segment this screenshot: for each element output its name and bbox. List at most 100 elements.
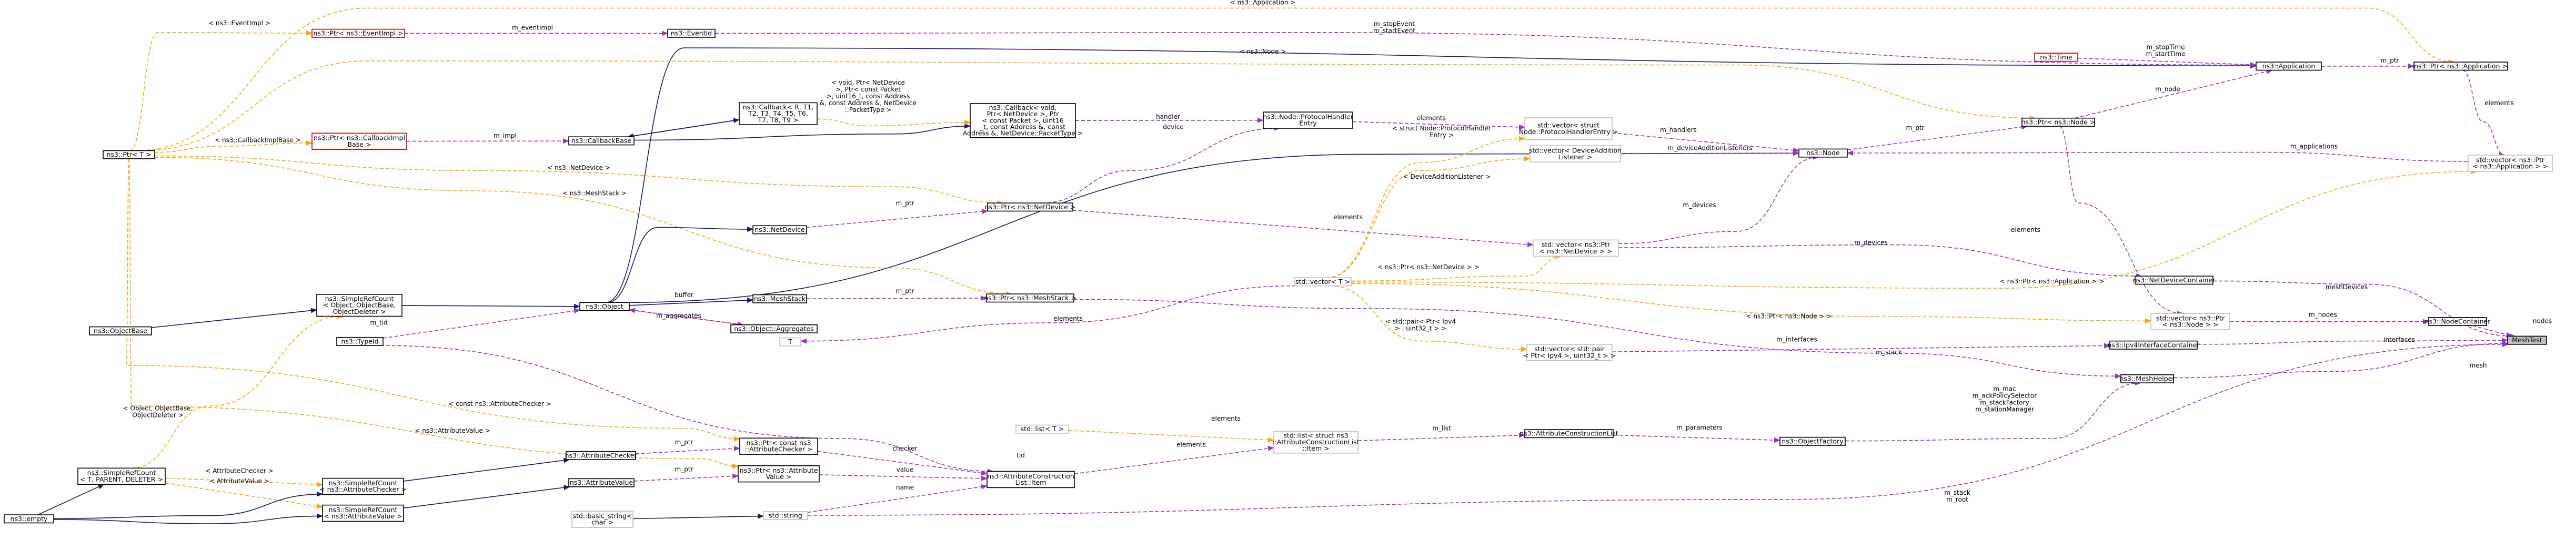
node-simple-rc-checker[interactable]: ns3::SimpleRefCount< ns3::AttributeCheck…	[319, 477, 407, 495]
node-callback-r[interactable]: ns3::Callback< R, T1,T2, T3, T4, T5, T6,…	[739, 102, 818, 125]
node-ptr-node[interactable]: ns3::Ptr< ns3::Node >	[2021, 117, 2096, 127]
node-ptr-application[interactable]: ns3::Ptr< ns3::Application >	[2413, 62, 2508, 71]
node-ptr-const-attr-checker[interactable]: ns3::Ptr< const ns3::AttributeChecker >	[739, 437, 818, 455]
node-ptr-mesh-stack[interactable]: ns3::Ptr< ns3::MeshStack >	[984, 293, 1076, 303]
node-ipv4-if-container[interactable]: ns3::Ipv4InterfaceContainer	[2108, 340, 2200, 350]
edge-type_id-to-object: m_tid	[370, 308, 580, 339]
node-std-list-item[interactable]: std::list< struct ns3::AttributeConstruc…	[1272, 431, 1360, 454]
node-label-line: Address &, NetDevice::PacketType >	[963, 129, 1083, 137]
edge-label-device-label: device	[1163, 124, 1183, 131]
node-ns3-time[interactable]: ns3::Time	[2034, 53, 2078, 62]
node-vec-ptr-net-device[interactable]: std::vector< ns3::Ptr< ns3::NetDevice > …	[1533, 239, 1619, 257]
node-std-list-t[interactable]: std::list< T >	[1015, 424, 1069, 434]
node-box	[311, 28, 405, 38]
node-simple-rc-value[interactable]: ns3::SimpleRefCount< ns3::AttributeValue…	[322, 504, 404, 522]
node-vec-ptr-app[interactable]: std::vector< ns3::Ptr< ns3::Application …	[2468, 155, 2553, 172]
node-label-line: ns3::NodeContainer	[2425, 318, 2491, 325]
node-box	[316, 293, 402, 317]
edge-label-line: m_root	[1946, 496, 1968, 503]
edge-label-line: m_ptr	[896, 288, 914, 295]
node-callback-void[interactable]: ns3::Callback< void,Ptr< NetDevice >, Pt…	[963, 103, 1083, 138]
node-box	[566, 451, 636, 460]
edge-line	[1847, 150, 2469, 162]
node-std-string[interactable]: std::string	[763, 511, 808, 521]
edge-line	[1618, 154, 1819, 244]
node-ns3-node[interactable]: ns3::Node	[1798, 148, 1848, 158]
node-vec-ptr-node[interactable]: std::vector< ns3::Ptr< ns3::Node > >	[2150, 313, 2230, 330]
node-object[interactable]: ns3::Object	[579, 302, 630, 311]
node-box	[2135, 276, 2213, 285]
edge-simple_rc_checker-to-attribute_checker	[403, 457, 570, 482]
edge-label-line: m_ptr	[675, 439, 693, 446]
node-label-line: < Ptr< Ipv4 >, uint32_t > >	[1523, 351, 1616, 359]
node-attribute-checker[interactable]: ns3::AttributeChecker	[565, 451, 638, 460]
node-mesh-stack[interactable]: ns3::MeshStack	[752, 294, 807, 303]
node-object-base[interactable]: ns3::ObjectBase	[89, 326, 152, 335]
edge-label-value: value	[897, 466, 914, 473]
node-object-aggregates[interactable]: ns3::Object::Aggregates	[730, 324, 818, 333]
node-attr-construction-list[interactable]: ns3::AttributeConstructionList	[1520, 429, 1618, 439]
node-callback-base[interactable]: ns3::CallbackBase	[568, 136, 635, 146]
node-box	[579, 302, 630, 311]
edge-label-line: m_applications	[2290, 143, 2338, 150]
edge-ns3_ptr_t-to-ptr_const_attr_checker: < const ns3::AttributeChecker >	[126, 158, 740, 442]
node-label-line: ns3::SimpleRefCount	[329, 506, 398, 514]
edge-line	[807, 341, 2509, 516]
edge-line	[128, 158, 739, 469]
node-net-device[interactable]: ns3::NetDevice	[752, 225, 807, 235]
edge-line	[633, 123, 971, 141]
node-basic-string[interactable]: std::basic_string<char >	[571, 511, 633, 528]
node-object-factory[interactable]: ns3::ObjectFactory	[1779, 436, 1846, 446]
edge-std_list_item-to-attr_construction_list: m_list	[1357, 425, 1525, 441]
node-label: ns3::Application	[2262, 62, 2316, 70]
node-attribute-value[interactable]: ns3::AttributeValue	[568, 478, 635, 487]
edge-label-line: elements	[1053, 315, 1083, 322]
node-ns3-ptr-t[interactable]: ns3::Ptr< T >	[103, 150, 155, 159]
node-label-line: ns3::Ptr< ns3::Node >	[2021, 118, 2096, 126]
node-event-id[interactable]: ns3::EventId	[667, 28, 716, 38]
edge-label-line: < ns3::Node >	[1240, 48, 1286, 55]
edge-label-line: < AttributeValue >	[209, 477, 269, 485]
node-type-id[interactable]: ns3::TypeId	[336, 337, 384, 346]
node-vec-pair-ipv4[interactable]: std::vector< std::pair< Ptr< Ipv4 >, uin…	[1523, 343, 1616, 361]
node-label-line: std::vector< ns3::Ptr	[2156, 314, 2225, 322]
node-label: ns3::Ipv4InterfaceContainer	[2108, 341, 2200, 349]
node-simple-rc-parent[interactable]: ns3::SimpleRefCount< T, PARENT, DELETER …	[77, 467, 166, 485]
edge-line	[1357, 432, 1525, 441]
edge-label-elements-app: elements	[2484, 99, 2514, 107]
edge-line	[1351, 253, 1562, 282]
node-ptr-event-impl[interactable]: ns3::Ptr< ns3::EventImpl >	[311, 28, 405, 38]
node-mesh-test[interactable]: MeshTest	[2507, 335, 2547, 345]
node-node-container[interactable]: ns3::NodeContainer	[2425, 317, 2491, 326]
edge-label-callback-tpl: < void, Ptr< NetDevice>, Ptr< const Pack…	[820, 79, 917, 114]
node-box	[2109, 340, 2198, 350]
node-label: ns3::empty	[11, 515, 48, 523]
node-label-line: ns3::Object::Aggregates	[734, 325, 814, 333]
edge-label-tid: tid	[1017, 452, 1025, 459]
node-label: ns3::ObjectBase	[94, 327, 147, 334]
node-box	[568, 136, 635, 146]
edge-label-line: m_ptr	[2381, 57, 2399, 64]
node-t-param[interactable]: T	[779, 337, 801, 347]
edge-vec_ptr_node-to-node_container: m_nodes	[2230, 311, 2429, 324]
node-label: ns3::Ptr< T >	[107, 150, 152, 158]
edge-label-m-handlers: m_handlers	[1660, 126, 1697, 134]
node-simple-rc-object[interactable]: ns3::SimpleRefCount< Object, ObjectBase,…	[316, 293, 402, 317]
edge-label-elements-handler: elements	[1416, 115, 1446, 122]
node-label-line: ns3::Ptr< ns3::EventImpl >	[313, 29, 403, 37]
edge-label-simple-rc-obj-tpl: < Object, ObjectBase,ObjectDeleter >	[123, 405, 193, 419]
node-mesh-helper[interactable]: ns3::MeshHelper	[2119, 374, 2175, 383]
node-ns3-empty[interactable]: ns3::empty	[4, 514, 54, 524]
node-net-device-container[interactable]: ns3::NetDeviceContainer	[2133, 276, 2216, 285]
edge-ipv4_if_container-to-mesh_test: interfaces	[2197, 336, 2508, 345]
node-application[interactable]: ns3::Application	[2256, 62, 2322, 71]
node-vec-t[interactable]: std::vector< T >	[1294, 277, 1352, 287]
node-ptr-net-device[interactable]: ns3::Ptr< ns3::NetDevice >	[985, 202, 1076, 212]
